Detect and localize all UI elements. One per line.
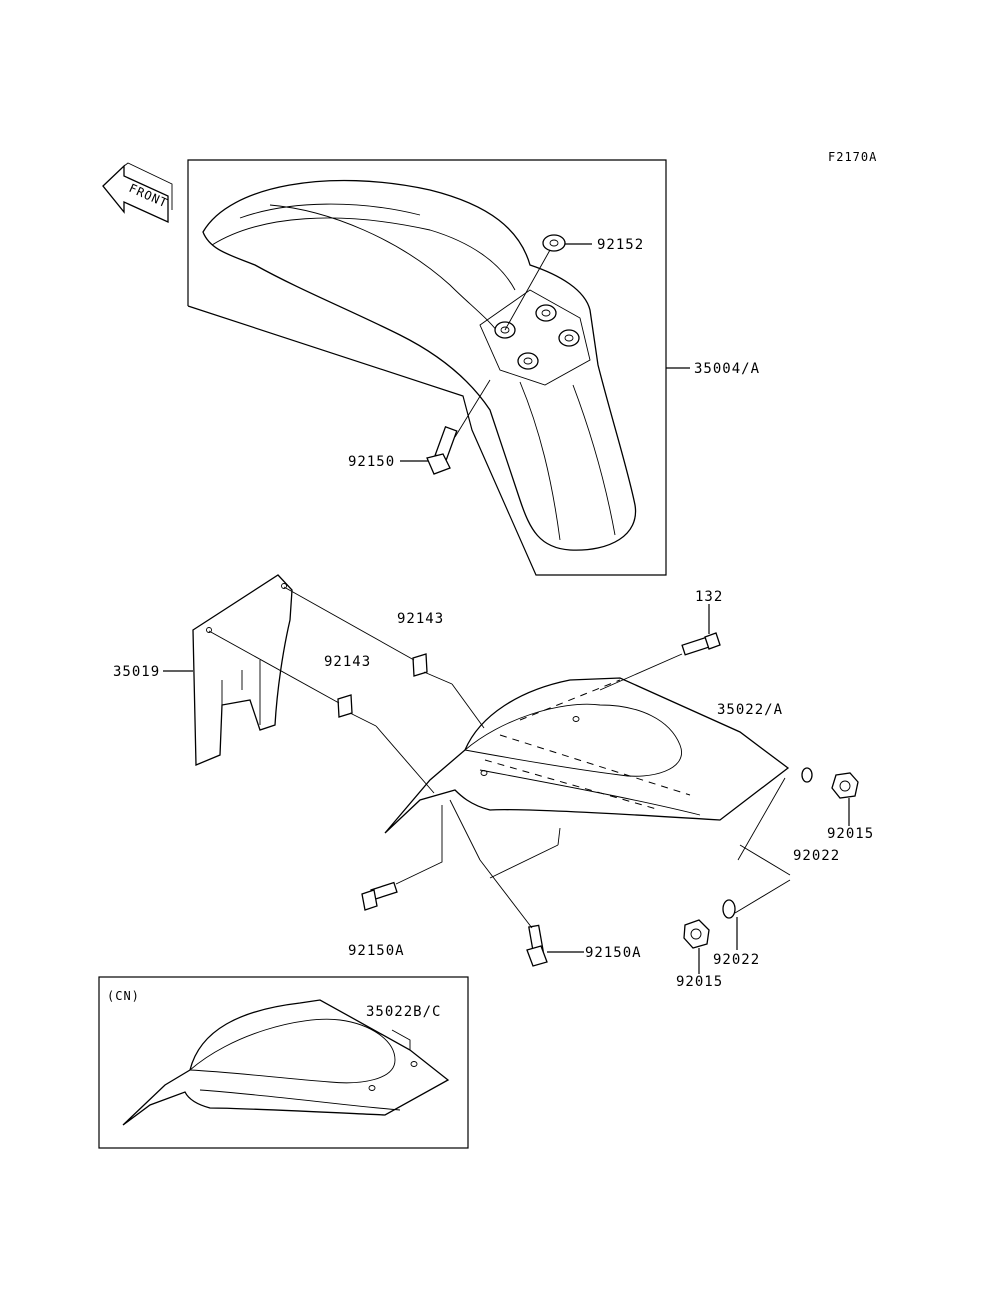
front-fender-group <box>187 159 690 576</box>
bolt-132 <box>599 632 721 691</box>
label-35019: 35019 <box>113 664 160 680</box>
bolt-92150A-left <box>361 805 443 911</box>
label-132: 132 <box>695 589 723 605</box>
label-92150: 92150 <box>348 454 395 470</box>
rear-fender-35022BC <box>122 999 450 1126</box>
plate-35019 <box>192 574 293 766</box>
label-92143-upper: 92143 <box>397 611 444 627</box>
washer-92143-lower <box>337 694 353 718</box>
label-92150A-right: 92150A <box>585 945 642 961</box>
washer-92022-lower <box>722 899 736 919</box>
label-92150A-left: 92150A <box>348 943 405 959</box>
front-arrow-icon: FRONT <box>102 162 173 224</box>
label-92015-lower: 92015 <box>676 974 723 990</box>
bolt-92150A-right <box>449 799 584 967</box>
variant-box-title: (CN) <box>107 989 140 1003</box>
label-35022BC: 35022B/C <box>366 1004 441 1020</box>
variant-cn-box: (CN) <box>98 976 469 1149</box>
label-92143-lower: 92143 <box>324 654 371 670</box>
label-92022-lower: 92022 <box>713 952 760 968</box>
rear-fender-group <box>163 574 859 974</box>
bolt-92150 <box>426 379 491 475</box>
label-35022: 35022/A <box>717 702 783 718</box>
washer-92022-right <box>801 767 813 783</box>
figure-code: F2170A <box>828 150 877 164</box>
nut-92015-lower <box>683 919 710 974</box>
label-92015-right: 92015 <box>827 826 874 842</box>
nut-92015-right <box>831 772 859 826</box>
washer-92152 <box>542 234 566 252</box>
label-92152: 92152 <box>597 237 644 253</box>
label-35004: 35004/A <box>694 361 760 377</box>
washer-92143-upper <box>412 653 428 677</box>
label-92022-right: 92022 <box>793 848 840 864</box>
